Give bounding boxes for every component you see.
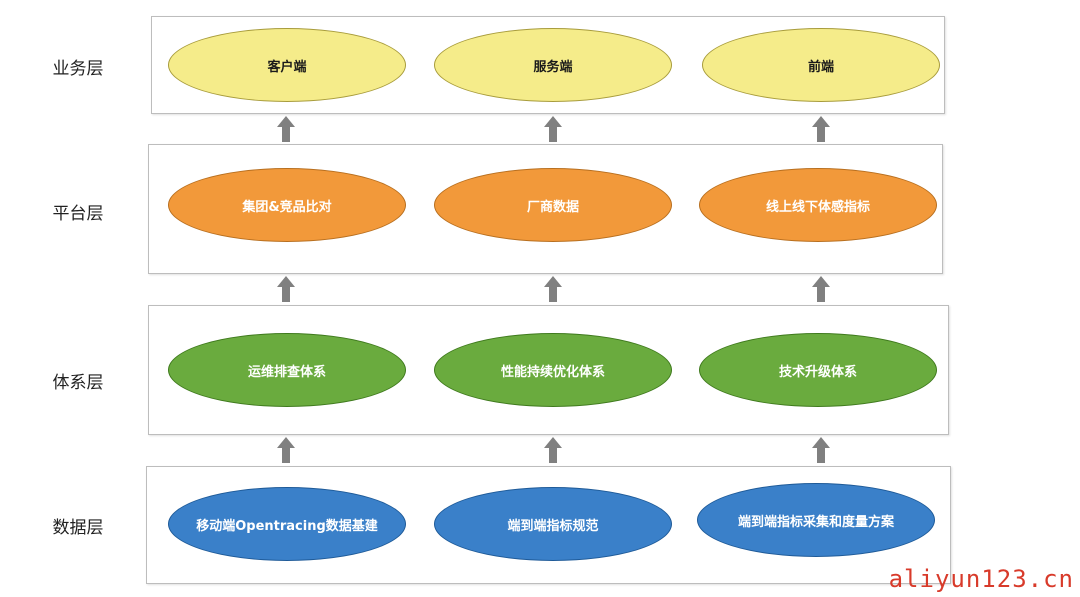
watermark-text: aliyun123.cn	[888, 565, 1074, 593]
arrow-up-icon	[812, 276, 830, 302]
node-server: 服务端	[434, 28, 672, 102]
arrow-up-icon	[544, 116, 562, 142]
node-group-competitor-compare: 集团&竞品比对	[168, 168, 406, 242]
node-tech-upgrade: 技术升级体系	[699, 333, 937, 407]
arrow-up-icon	[812, 437, 830, 463]
node-e2e-metrics-collection: 端到端指标采集和度量方案	[697, 483, 935, 557]
layer-label-system: 体系层	[52, 373, 104, 393]
node-online-offline-metrics: 线上线下体感指标	[699, 168, 937, 242]
node-opentracing-infra: 移动端Opentracing数据基建	[168, 487, 406, 561]
node-perf-optimization: 性能持续优化体系	[434, 333, 672, 407]
node-e2e-metrics-spec: 端到端指标规范	[434, 487, 672, 561]
layer-label-business: 业务层	[52, 59, 104, 79]
layer-label-platform: 平台层	[52, 204, 104, 224]
arrow-up-icon	[277, 116, 295, 142]
arrow-up-icon	[544, 437, 562, 463]
node-frontend: 前端	[702, 28, 940, 102]
arrow-up-icon	[277, 276, 295, 302]
arrow-up-icon	[812, 116, 830, 142]
layer-label-data: 数据层	[52, 518, 104, 538]
arrow-up-icon	[544, 276, 562, 302]
node-ops-troubleshoot: 运维排查体系	[168, 333, 406, 407]
node-client: 客户端	[168, 28, 406, 102]
node-vendor-data: 厂商数据	[434, 168, 672, 242]
arrow-up-icon	[277, 437, 295, 463]
